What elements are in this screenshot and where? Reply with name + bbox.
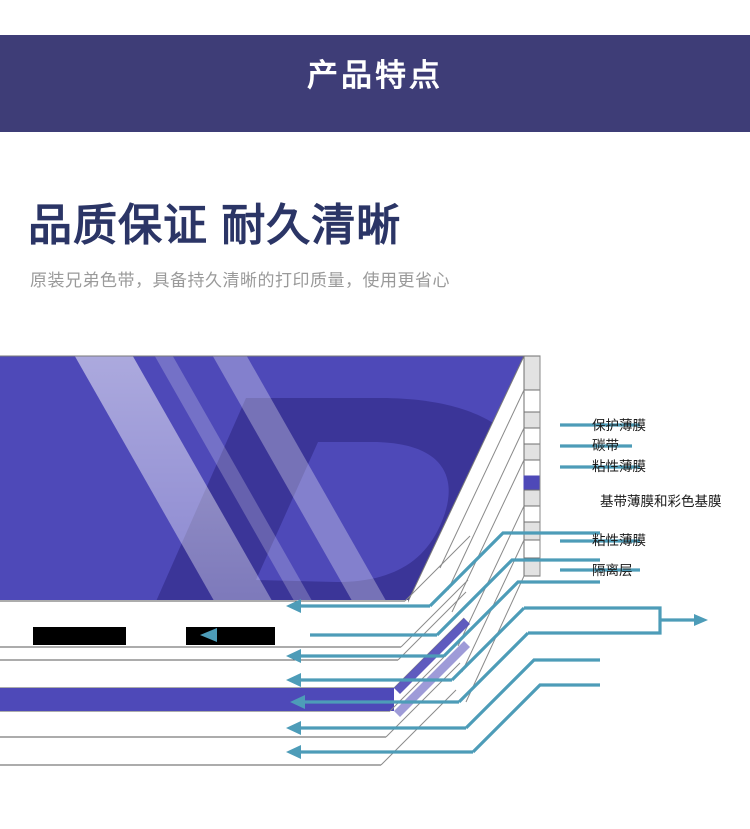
cross-section-layers [0,600,408,776]
riser-5 [457,631,530,704]
base-color-film-band [0,688,394,711]
product-features-banner: 产品特点 [0,35,750,132]
riser-1 [428,531,600,608]
diagram-label-base-and-color-film: 基带薄膜和彩色基膜 [600,494,722,509]
banner-title: 产品特点 [307,58,443,93]
layer-edge-diagonals [439,356,541,703]
diagram-label-adhesive-film-bottom: 粘性薄膜 [592,533,646,548]
riser-7 [471,683,600,754]
printed-ink-bar-2 [186,627,275,645]
diagram-label-release-layer: 隔离层 [592,563,633,578]
composite-label-bracket [524,606,700,635]
printed-ink-bar-1 [33,627,126,645]
diagram-label-carbon-ribbon: 碳带 [592,438,619,453]
leader-lines-lower [296,604,473,754]
label-leaders [560,423,640,572]
page-subtitle: 原装兄弟色带，具备持久清晰的打印质量，使用更省心 [30,271,450,290]
leader-risers [428,531,600,754]
ribbon-structure-diagram: 保护薄膜 碳带 粘性薄膜 基带薄膜和彩色基膜 粘性薄膜 隔离层 [0,350,750,829]
page-title: 品质保证 耐久清晰 [28,201,402,250]
riser-2 [435,558,600,637]
riser-3 [442,580,600,658]
diagram-label-protective-film: 保护薄膜 [592,418,646,433]
riser-4 [450,606,526,682]
diagram-label-adhesive-film-top: 粘性薄膜 [592,459,646,474]
composite-label-arrow [694,614,708,626]
ribbon-cross-section-svg [0,355,708,776]
riser-6 [464,658,600,730]
leader-arrowheads [200,599,305,759]
light-streaks [60,356,414,610]
